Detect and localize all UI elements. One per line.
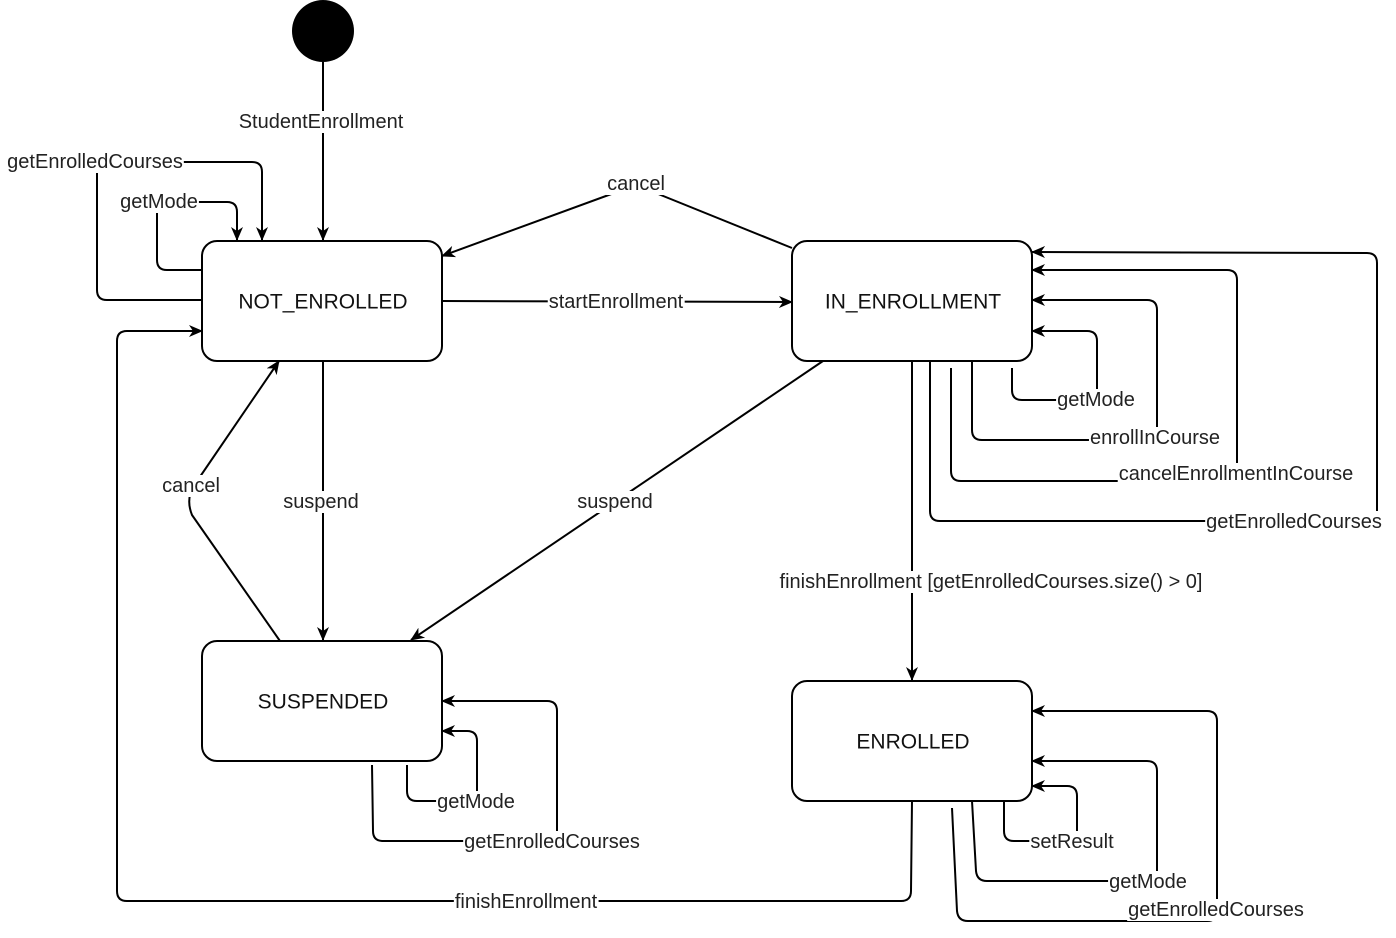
edge-label-background <box>463 831 641 853</box>
label-en-set-result: setResult <box>1030 831 1114 853</box>
edge-label-background <box>237 111 405 133</box>
edge-label-background <box>1205 511 1383 533</box>
edge-label-background <box>6 151 184 173</box>
edge-label-background <box>576 491 654 513</box>
label-ne-get-mode: getMode <box>120 191 198 213</box>
edge-finish-enrollment <box>116 325 913 902</box>
label-ne-suspend: suspend <box>283 491 359 513</box>
edge-ie-cancel <box>441 184 793 258</box>
states: NOT_ENROLLED IN_ENROLLMENT SUSPENDED ENR… <box>201 240 1033 802</box>
state-not-enrolled-label: NOT_ENROLLED <box>238 291 407 314</box>
label-ie-suspend: suspend <box>577 491 653 513</box>
state-suspended-label: SUSPENDED <box>258 691 389 714</box>
label-su-get-mode: getMode <box>437 791 515 813</box>
edge-label-background <box>606 173 666 195</box>
initial-state-node <box>292 0 354 62</box>
edge-labels: StudentEnrollment getEnrolledCourses get… <box>6 111 1383 921</box>
state-suspended <box>201 640 443 762</box>
label-ie-cancel: cancel <box>607 173 665 195</box>
label-su-get-enrolled-courses: getEnrolledCourses <box>464 831 640 853</box>
edge-label-background <box>778 571 1204 593</box>
label-en-get-enrolled-courses: getEnrolledCourses <box>1128 899 1304 921</box>
edge-label-background <box>1117 463 1355 485</box>
label-initial: StudentEnrollment <box>239 111 404 133</box>
label-start-enrollment: startEnrollment <box>549 291 684 313</box>
state-enrolled-label: ENROLLED <box>856 731 969 754</box>
state-not-enrolled <box>201 240 443 362</box>
edge-label-background <box>453 891 599 913</box>
label-ie-get-mode: getMode <box>1057 389 1135 411</box>
state-in-enrollment-label: IN_ENROLLMENT <box>825 291 1001 314</box>
label-ie-enroll-in-course: enrollInCourse <box>1090 427 1220 449</box>
label-ie-cancel-enrollment-in-course: cancelEnrollmentInCourse <box>1119 463 1354 485</box>
edge-label-background <box>1056 389 1136 411</box>
edge-label-background <box>436 791 516 813</box>
edge-label-background <box>282 491 360 513</box>
state-enrolled <box>791 680 1033 802</box>
label-finish-enrollment-guarded: finishEnrollment [getEnrolledCourses.siz… <box>780 571 1203 593</box>
label-su-cancel: cancel <box>162 475 220 497</box>
edge-label-background <box>547 291 685 313</box>
state-in-enrollment <box>791 240 1033 362</box>
edge-label-background <box>1029 831 1116 853</box>
edge-su-cancel <box>188 360 281 642</box>
edge-label-background <box>119 191 199 213</box>
edge-label-background <box>1127 899 1305 921</box>
label-ie-get-enrolled-courses: getEnrolledCourses <box>1206 511 1382 533</box>
label-finish-enrollment: finishEnrollment <box>455 891 598 913</box>
edge-label-background <box>161 475 221 497</box>
label-ne-get-enrolled-courses: getEnrolledCourses <box>7 151 183 173</box>
edge-label-background <box>1088 427 1222 449</box>
edge-label-background <box>1108 871 1188 893</box>
label-en-get-mode: getMode <box>1109 871 1187 893</box>
